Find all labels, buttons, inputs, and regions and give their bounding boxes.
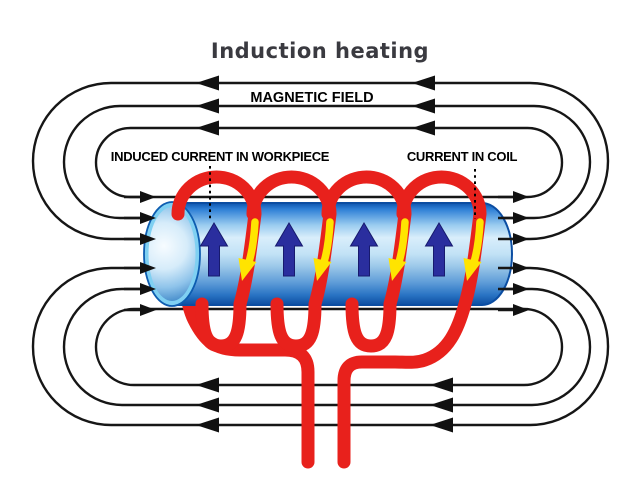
arrow-up-icon bbox=[424, 222, 454, 277]
arrow-left-icon bbox=[430, 397, 453, 413]
arrow-left-icon bbox=[412, 75, 435, 91]
induced-current-arrows bbox=[199, 222, 454, 277]
workpiece-cap-face bbox=[148, 207, 196, 301]
arrow-left-icon bbox=[412, 98, 435, 114]
arrow-right-icon bbox=[140, 283, 156, 295]
label-magnetic-field: MAGNETIC FIELD bbox=[250, 90, 373, 106]
arrow-right-icon bbox=[140, 262, 156, 274]
leader-lines bbox=[209, 166, 476, 221]
coil-current-arrow-shaft bbox=[395, 218, 409, 266]
arrow-left-icon bbox=[196, 377, 219, 393]
arrow-down-icon bbox=[388, 258, 407, 281]
arrow-right-icon bbox=[513, 304, 529, 316]
label-induced-current: INDUCED CURRENT IN WORKPIECE bbox=[111, 149, 330, 164]
coil-current-arrows bbox=[238, 218, 484, 281]
arrow-left-icon bbox=[430, 377, 453, 393]
arrow-left-icon bbox=[412, 120, 435, 136]
arrow-up-icon bbox=[199, 222, 229, 277]
ray-segments-left bbox=[124, 195, 142, 312]
coil-current-arrow-shaft bbox=[245, 218, 259, 266]
page-title: Induction heating bbox=[211, 39, 429, 63]
arrow-right-icon bbox=[140, 212, 156, 224]
ray-segments-right bbox=[498, 195, 514, 312]
field-return-arrowheads bbox=[196, 75, 453, 433]
arrow-right-icon bbox=[513, 262, 529, 274]
field-loop-bottom-inner bbox=[94, 307, 564, 387]
arrow-down-icon bbox=[313, 258, 332, 281]
coil-current-arrow-shaft bbox=[470, 218, 484, 266]
arrow-up-icon bbox=[274, 222, 304, 277]
arrow-left-icon bbox=[196, 417, 219, 433]
arrow-left-icon bbox=[430, 417, 453, 433]
coil-current-arrow-shaft bbox=[320, 218, 334, 266]
arrow-down-icon bbox=[238, 258, 257, 281]
arrow-right-icon bbox=[140, 191, 156, 203]
field-ray-arrows bbox=[124, 191, 529, 316]
arrow-right-icon bbox=[513, 191, 529, 203]
arrow-right-icon bbox=[140, 304, 156, 316]
arrow-right-icon bbox=[513, 212, 529, 224]
arrow-up-icon bbox=[349, 222, 379, 277]
arrow-left-icon bbox=[196, 75, 219, 91]
arrow-left-icon bbox=[196, 397, 219, 413]
arrow-left-icon bbox=[196, 98, 219, 114]
workpiece-body bbox=[171, 202, 513, 306]
arrow-left-icon bbox=[196, 120, 219, 136]
arrow-down-icon bbox=[463, 258, 482, 281]
arrow-right-icon bbox=[513, 283, 529, 295]
arrow-right-icon bbox=[513, 233, 529, 245]
label-current-in-coil: CURRENT IN COIL bbox=[407, 149, 518, 164]
arrow-right-icon bbox=[140, 233, 156, 245]
